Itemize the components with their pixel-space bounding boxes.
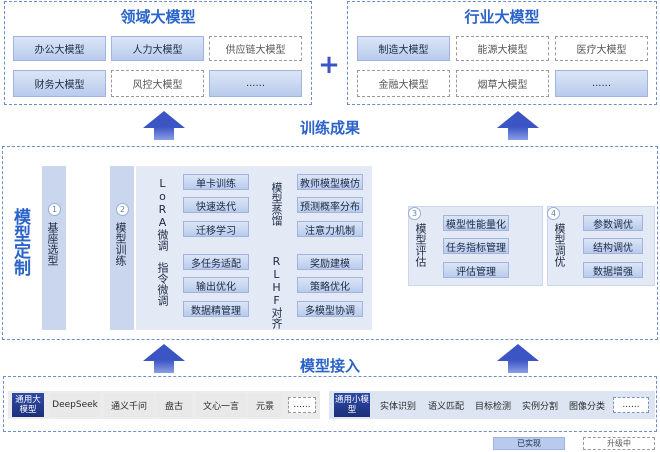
model-access-title: 模型接入 xyxy=(299,357,360,375)
large-model-deepseek[interactable]: DeepSeek xyxy=(50,393,100,417)
small-model-more[interactable]: ...... xyxy=(613,397,649,413)
general-small-tag: 通用小模型 xyxy=(334,393,370,417)
instruct-item[interactable]: 多任务适配 xyxy=(183,254,249,270)
instruct-item[interactable]: 输出优化 xyxy=(183,277,249,293)
large-model-tongyi[interactable]: 通义千问 xyxy=(104,393,154,417)
small-model-segmentation[interactable]: 实例分割 xyxy=(521,401,558,412)
rlhf-title: RLHF对齐 xyxy=(270,255,283,329)
step-2-column xyxy=(110,166,134,330)
tune-item[interactable]: 结构调优 xyxy=(583,238,643,254)
tune-item[interactable]: 参数调优 xyxy=(583,215,643,231)
industry-model-energy[interactable]: 能源大模型 xyxy=(456,36,549,61)
evaluate-item[interactable]: 模型性能量化 xyxy=(443,215,509,231)
small-model-semantic-match[interactable]: 语义匹配 xyxy=(427,401,464,412)
small-model-detection[interactable]: 目标检测 xyxy=(474,401,511,412)
industry-model-more[interactable]: ...... xyxy=(555,70,648,97)
domain-model-more[interactable]: ...... xyxy=(209,70,302,97)
training-results-label: 训练成果 xyxy=(299,119,360,137)
large-model-pangu[interactable]: 盘古 xyxy=(156,393,192,417)
lora-title: LoRA微调 xyxy=(156,177,169,251)
step-3-label: 模型评估 xyxy=(414,223,427,267)
customization-title: 模型定制 xyxy=(10,208,30,276)
customization-panel xyxy=(2,146,658,340)
domain-model-office[interactable]: 办公大模型 xyxy=(13,36,106,61)
instruct-item[interactable]: 数据精管理 xyxy=(183,301,249,317)
rlhf-item[interactable]: 策略优化 xyxy=(297,277,363,293)
tune-item[interactable]: 数据增强 xyxy=(583,262,643,278)
step-2-label: 模型训练 xyxy=(114,222,127,266)
rlhf-item[interactable]: 多模型协调 xyxy=(297,301,363,317)
domain-model-hr[interactable]: 人力大模型 xyxy=(111,36,204,61)
domain-model-supply-chain[interactable]: 供应链大模型 xyxy=(209,36,302,61)
step-1-label: 基座选型 xyxy=(46,222,59,266)
step-4-number: 4 xyxy=(547,207,560,220)
small-model-classification[interactable]: 图像分类 xyxy=(568,401,605,412)
industry-model-tobacco[interactable]: 烟草大模型 xyxy=(456,70,549,97)
general-large-tag: 通用大模型 xyxy=(12,393,44,417)
legend-upgrading: 升级中 xyxy=(583,437,655,450)
industry-model-medical[interactable]: 医疗大模型 xyxy=(555,36,648,61)
distill-item[interactable]: 注意力机制 xyxy=(297,221,363,237)
lora-item[interactable]: 迁移学习 xyxy=(183,221,249,237)
domain-models-panel xyxy=(4,1,312,105)
step-3-number: 3 xyxy=(408,207,421,220)
large-model-wenxin[interactable]: 文心一言 xyxy=(196,393,246,417)
step-1-column xyxy=(42,166,66,330)
industry-model-financial[interactable]: 金融大模型 xyxy=(357,70,450,97)
domain-model-finance[interactable]: 财务大模型 xyxy=(13,70,106,97)
industry-models-title: 行业大模型 xyxy=(464,8,540,26)
industry-model-manufacturing[interactable]: 制造大模型 xyxy=(357,36,450,61)
lora-item[interactable]: 快速迭代 xyxy=(183,197,249,213)
step-2-number: 2 xyxy=(116,203,129,216)
rlhf-item[interactable]: 奖励建模 xyxy=(297,254,363,270)
domain-models-title: 领域大模型 xyxy=(120,8,196,26)
model-access-panel xyxy=(3,376,657,432)
instruct-title: 指令微调 xyxy=(156,262,169,306)
evaluate-item[interactable]: 评估管理 xyxy=(443,262,509,278)
general-small-bar xyxy=(329,391,655,419)
domain-model-risk[interactable]: 风控大模型 xyxy=(111,70,204,97)
lora-item[interactable]: 单卡训练 xyxy=(183,174,249,190)
step-4-label: 模型调优 xyxy=(553,223,566,267)
small-model-ner[interactable]: 实体识别 xyxy=(379,401,416,412)
distill-item[interactable]: 预测概率分布 xyxy=(297,197,363,213)
plus-sign: + xyxy=(318,50,340,80)
evaluate-item[interactable]: 任务指标管理 xyxy=(443,238,509,254)
distill-title: 模型蒸馏 xyxy=(270,182,283,226)
large-model-more[interactable]: ...... xyxy=(288,397,316,413)
legend-implemented: 已实现 xyxy=(493,437,565,450)
industry-models-panel xyxy=(347,1,657,105)
step-1-number: 1 xyxy=(48,203,61,216)
large-model-yuanjing[interactable]: 元景 xyxy=(248,393,282,417)
distill-item[interactable]: 教师模型模仿 xyxy=(297,174,363,190)
